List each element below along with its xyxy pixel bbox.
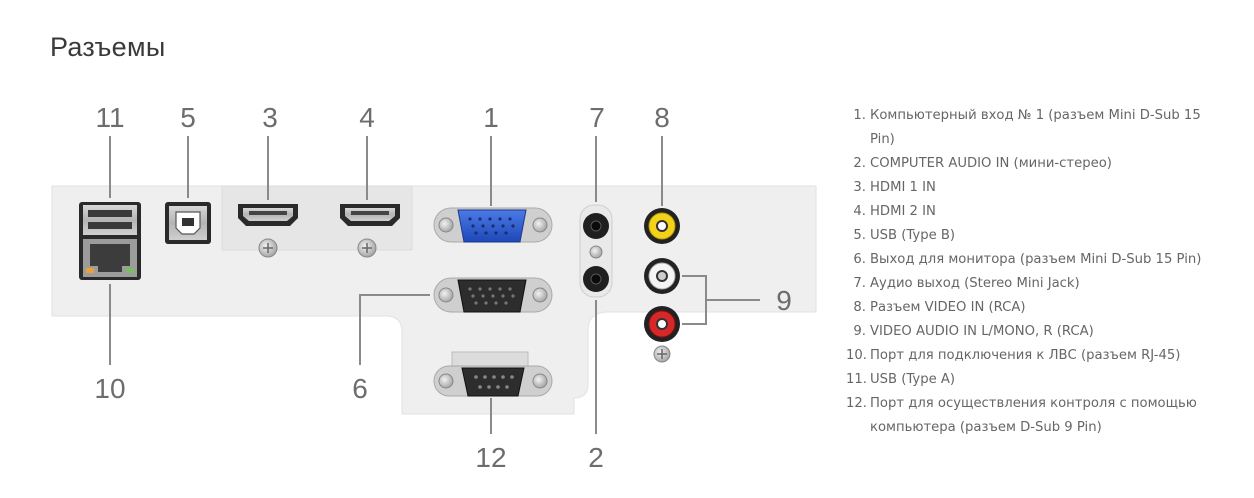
connector-legend-list: 1.Компьютерный вход № 1 (разъем Mini D-S… bbox=[846, 104, 1216, 440]
legend-item-6: 6.Выход для монитора (разъем Mini D-Sub … bbox=[853, 252, 1202, 267]
callout-2: 2 bbox=[588, 442, 604, 473]
leader-lines bbox=[109, 136, 760, 434]
callout-7: 7 bbox=[589, 102, 605, 133]
callout-1: 1 bbox=[483, 102, 499, 133]
legend-item-4: 4.HDMI 2 IN bbox=[853, 204, 936, 219]
hdmi-1-connector bbox=[238, 204, 298, 258]
callout-8: 8 bbox=[654, 102, 670, 133]
legend-item-11: 11.USB (Type A) bbox=[846, 372, 956, 387]
callout-3: 3 bbox=[262, 102, 278, 133]
legend-item-3: 3.HDMI 1 IN bbox=[853, 180, 936, 195]
legend-item-8: 8.Разъем VIDEO IN (RCA) bbox=[853, 300, 1026, 315]
callout-10: 10 bbox=[94, 373, 125, 404]
dsub9-control-connector bbox=[433, 351, 553, 397]
connector-panel-diagram: 11 5 3 4 1 7 8 9 10 6 12 2 bbox=[51, 102, 817, 473]
usb-a-rj45-connector bbox=[79, 202, 141, 280]
rca-audio-r-connector bbox=[644, 306, 680, 342]
legend-item-9: 9.VIDEO AUDIO IN L/MONO, R (RCA) bbox=[853, 324, 1094, 339]
legend-item-5: 5.USB (Type B) bbox=[853, 228, 956, 243]
callout-9: 9 bbox=[776, 285, 792, 316]
legend-item-12: 12.Порт для осуществления контроля с пом… bbox=[846, 396, 1197, 435]
callout-12: 12 bbox=[475, 442, 506, 473]
hdmi-2-connector bbox=[340, 204, 400, 258]
legend-item-1: 1.Компьютерный вход № 1 (разъем Mini D-S… bbox=[853, 108, 1201, 147]
vga-monitor-out-connector bbox=[433, 277, 553, 313]
legend-item-7: 7.Аудио выход (Stereo Mini Jack) bbox=[853, 276, 1080, 291]
callout-6: 6 bbox=[352, 373, 368, 404]
page-title: Разъемы bbox=[50, 32, 166, 62]
vga-computer-in-connector bbox=[433, 207, 553, 243]
callout-11: 11 bbox=[95, 102, 124, 133]
rca-audio-l-connector bbox=[644, 258, 680, 294]
mini-jack-pair bbox=[579, 204, 613, 298]
callout-4: 4 bbox=[359, 102, 375, 133]
legend-item-2: 2.COMPUTER AUDIO IN (мини-стерео) bbox=[853, 156, 1112, 171]
legend-item-10: 10.Порт для подключения к ЛВС (разъем RJ… bbox=[846, 348, 1181, 363]
usb-b-connector bbox=[165, 202, 211, 244]
callout-5: 5 bbox=[180, 102, 196, 133]
rca-video-in-connector bbox=[644, 208, 680, 244]
